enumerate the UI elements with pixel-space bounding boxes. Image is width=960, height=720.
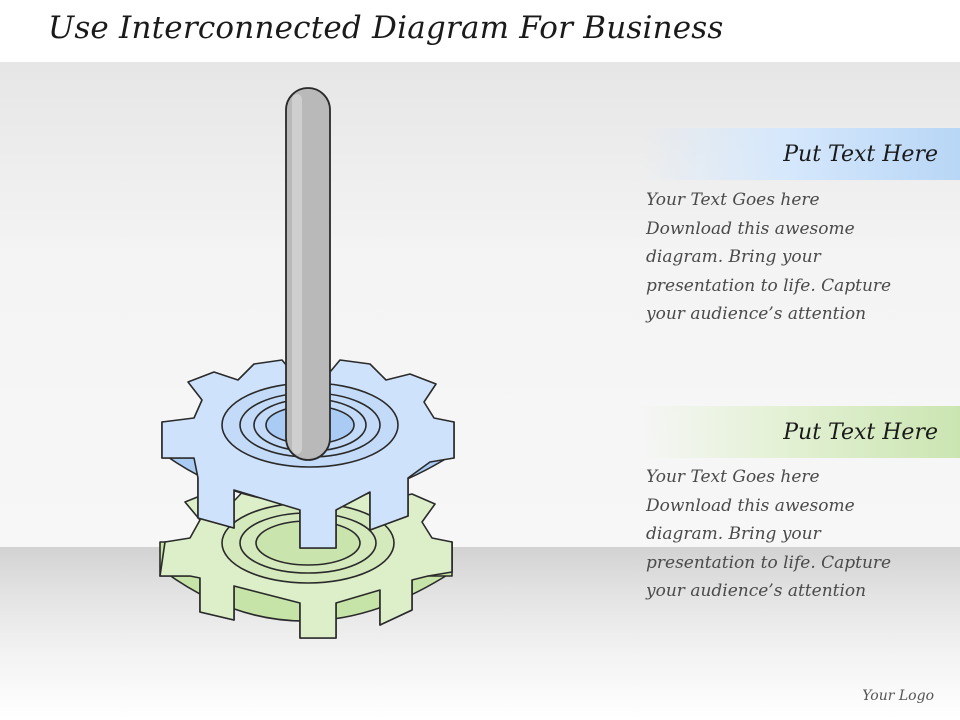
panel-2-heading: Put Text Here	[783, 419, 938, 445]
panel-2-line: diagram. Bring your	[646, 524, 821, 544]
panel-2-line: Download this awesome	[646, 495, 855, 516]
panel-1-line: Download this awesome	[646, 218, 855, 239]
gears-illustration	[159, 87, 455, 639]
panel-2-heading-band: Put Text Here	[640, 406, 960, 458]
panel-1-heading: Put Text Here	[783, 141, 938, 167]
panel-2-body: Your Text Goes here Download this awesom…	[646, 463, 946, 606]
gear-diagram	[150, 80, 480, 680]
panel-2-line: your audience’s attention	[646, 581, 867, 601]
page-title: Use Interconnected Diagram For Business	[48, 10, 724, 46]
panel-1-line: Your Text Goes here	[646, 190, 820, 210]
panel-1-line: your audience’s attention	[646, 304, 867, 324]
panel-1-line: presentation to life. Capture	[646, 275, 892, 296]
panel-2-line: presentation to life. Capture	[646, 552, 892, 573]
panel-1-heading-band: Put Text Here	[640, 128, 960, 180]
logo-text: Your Logo	[862, 688, 934, 704]
panel-2-line: Your Text Goes here	[646, 467, 820, 487]
panel-1-line: diagram. Bring your	[646, 247, 821, 267]
panel-1-body: Your Text Goes here Download this awesom…	[646, 186, 946, 329]
center-rod	[285, 87, 331, 461]
